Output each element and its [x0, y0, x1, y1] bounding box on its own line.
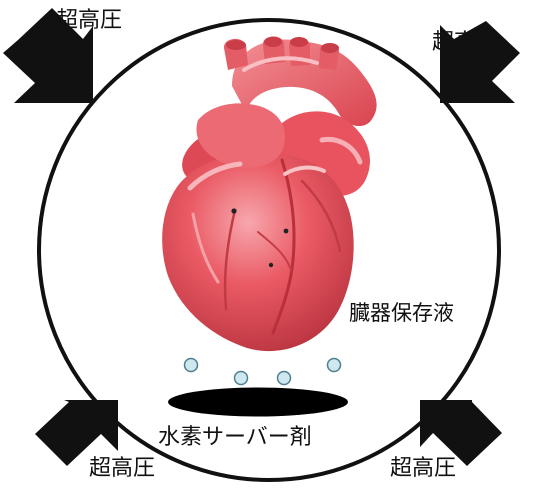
- pressure-label-bottom-left: 超高圧: [89, 458, 155, 480]
- hydrogen-bubble-icon: [235, 372, 248, 385]
- pressure-label-top-left: 超高圧: [56, 10, 122, 32]
- hydrogen-bubble-icon: [185, 359, 198, 372]
- hydrogen-bubble-icon: [328, 359, 341, 372]
- pressure-label-top-right: 超高圧: [432, 32, 498, 54]
- pressure-label-bottom-right: 超高圧: [390, 458, 456, 480]
- hydrogen-bubble-icon: [278, 372, 291, 385]
- organ-preservation-solution-label: 臓器保存液: [349, 303, 454, 324]
- hydrogen-agent-disk: [168, 388, 348, 417]
- heart-icon: [162, 36, 376, 351]
- hydrogen-server-agent-label: 水素サーバー剤: [158, 427, 312, 449]
